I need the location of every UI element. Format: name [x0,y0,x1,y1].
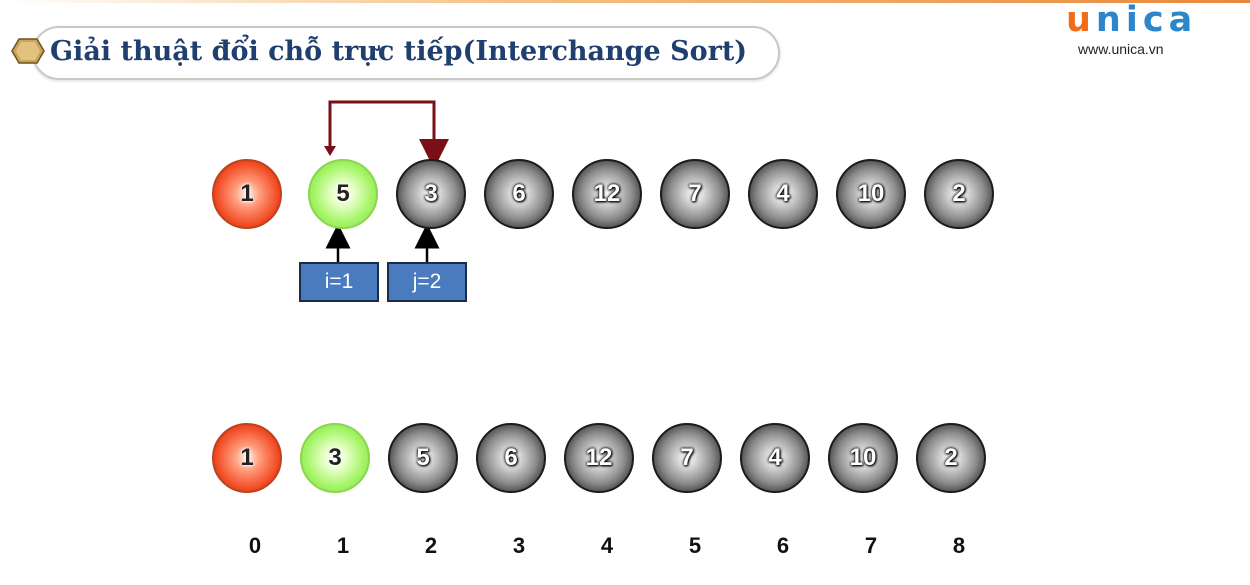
top-row-element-0: 1 [212,159,282,229]
bottom-row-element-3: 6 [476,423,546,493]
title-banner [32,26,780,80]
element-value: 7 [688,180,702,207]
top-row-element-6: 4 [748,159,818,229]
element-value: 3 [328,444,342,471]
element-value: 6 [504,444,518,471]
swap-arrow [328,100,449,169]
top-row-element-2: 3 [396,159,466,229]
bottom-row-element-2: 5 [388,423,458,493]
top-accent-line [0,0,1250,3]
index-label-4: 4 [600,533,614,558]
index-label-1: 1 [336,533,350,558]
index-label-3: 3 [512,533,526,558]
element-value: 3 [424,180,438,207]
bottom-row-element-4: 12 [564,423,634,493]
bottom-row-element-5: 7 [652,423,722,493]
logo-url: www.unica.vn [1078,41,1164,57]
bottom-row-element-8: 2 [916,423,986,493]
hexagon-bullet-icon [11,38,45,64]
bottom-row-element-0: 1 [212,423,282,493]
element-value: 10 [857,180,885,207]
top-row-element-1: 5 [308,159,378,229]
element-value: 4 [776,180,790,207]
element-value: 7 [680,444,694,471]
logo-letter-u: u [1066,0,1096,40]
element-value: 1 [240,180,254,207]
bottom-row-element-6: 4 [740,423,810,493]
top-row-element-3: 6 [484,159,554,229]
top-row-element-8: 2 [924,159,994,229]
unica-logo: unica [1066,0,1197,40]
index-label-0: 0 [248,533,262,558]
index-label-7: 7 [864,533,878,558]
element-value: 5 [416,444,430,471]
index-label-8: 8 [952,533,966,558]
logo-rest: nica [1095,0,1198,40]
bottom-row-element-7: 10 [828,423,898,493]
bottom-row-element-1: 3 [300,423,370,493]
element-value: 12 [593,180,621,207]
element-value: 10 [849,444,877,471]
swap-arrow-start-head [324,146,336,156]
top-row-element-4: 12 [572,159,642,229]
pointer-label-j: j=2 [387,262,467,302]
index-label-5: 5 [688,533,702,558]
page-title: Giải thuật đổi chỗ trực tiếp(Interchange… [50,36,748,67]
index-label-6: 6 [776,533,790,558]
top-row-element-5: 7 [660,159,730,229]
element-value: 2 [944,444,958,471]
element-value: 5 [336,180,350,207]
element-value: 6 [512,180,526,207]
element-value: 12 [585,444,613,471]
element-value: 1 [240,444,254,471]
index-label-2: 2 [424,533,438,558]
pointer-label-i: i=1 [299,262,379,302]
top-row-element-7: 10 [836,159,906,229]
element-value: 2 [952,180,966,207]
element-value: 4 [768,444,782,471]
